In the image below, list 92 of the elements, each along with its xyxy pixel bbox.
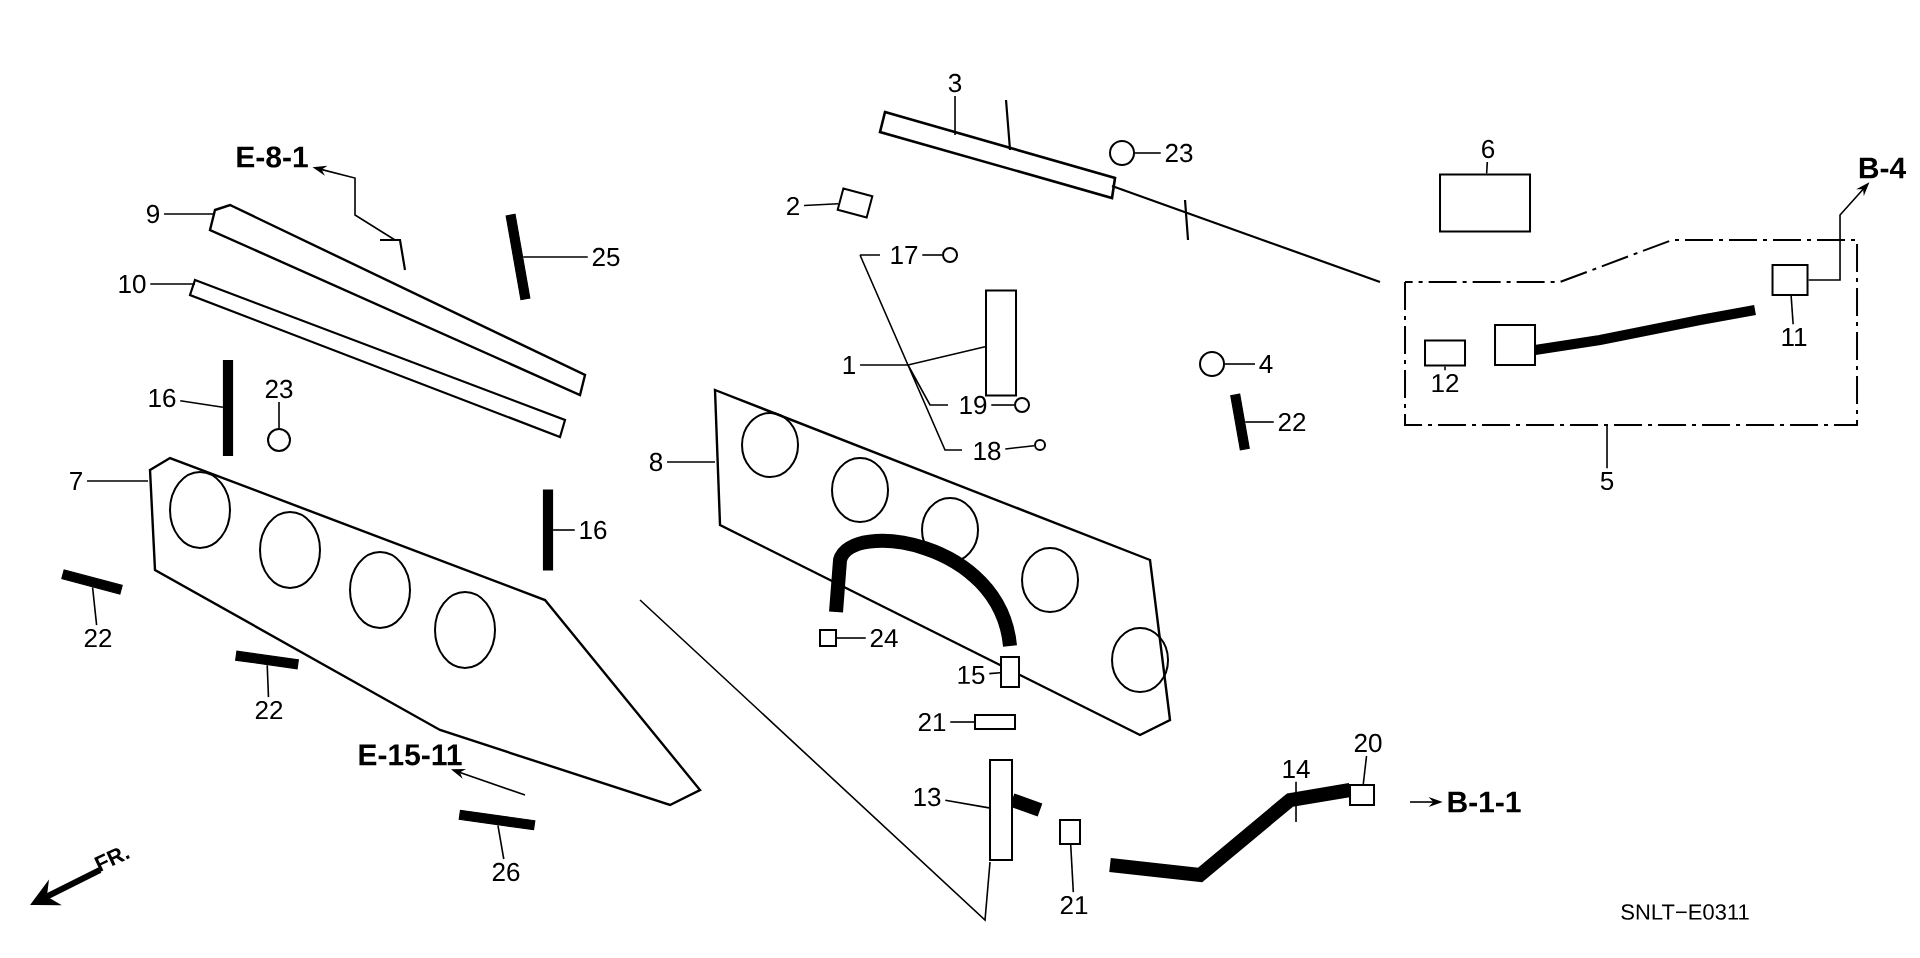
- callout-number: 17: [891, 246, 918, 264]
- injector: [985, 289, 1017, 397]
- leader-line: [1134, 152, 1162, 154]
- callout-number: 6: [1482, 139, 1495, 159]
- callout-number: 1: [843, 356, 855, 374]
- reference-label: E-15-11: [359, 744, 462, 766]
- leader-line: [666, 461, 716, 463]
- leader-line: [1485, 161, 1489, 175]
- leader-line: [988, 672, 1001, 675]
- diagram-code: SNLT−E0311: [1621, 904, 1749, 920]
- leader-line: [86, 480, 149, 482]
- leader-line: [179, 399, 224, 409]
- leader-line: [803, 203, 840, 207]
- leader-line: [1444, 365, 1446, 371]
- clip: [836, 187, 874, 219]
- stud-bolt: [235, 650, 299, 670]
- callout-number: 15: [958, 665, 985, 685]
- callout-number: 25: [592, 247, 620, 267]
- callout-number: 2: [787, 196, 799, 216]
- leader-line: [91, 586, 98, 626]
- clamp: [819, 629, 837, 647]
- callout-number: 16: [149, 388, 176, 408]
- leader-line: [497, 824, 505, 860]
- leader-line: [1295, 780, 1297, 823]
- leader-line: [552, 529, 576, 531]
- callout-number: 24: [870, 628, 898, 648]
- seal-ring: [1014, 397, 1030, 413]
- stud-bolt: [61, 569, 123, 595]
- callout-number: 4: [1259, 355, 1273, 373]
- callout-number: 22: [84, 628, 112, 648]
- leader-line: [149, 283, 196, 285]
- reference-label: B-1-1: [1448, 791, 1521, 813]
- grommet: [1199, 351, 1225, 377]
- leader-line: [1606, 424, 1608, 469]
- callout-number: 22: [255, 700, 283, 720]
- leader-line: [921, 254, 943, 256]
- leader-line: [1244, 421, 1275, 423]
- reference-label: E-8-1: [237, 146, 308, 168]
- callout-number: 9: [147, 204, 159, 224]
- stud-bolt: [542, 489, 554, 571]
- callout-number: 14: [1283, 760, 1310, 778]
- leader-line: [522, 256, 589, 258]
- callout-number: 21: [918, 712, 946, 732]
- callout-number: 10: [119, 274, 146, 294]
- leader-line: [1004, 444, 1035, 450]
- callout-number: 16: [580, 520, 607, 540]
- seal-ring: [1034, 439, 1046, 451]
- leader-line: [1362, 755, 1368, 785]
- fitting: [989, 759, 1013, 861]
- nut: [267, 428, 291, 452]
- callout-number: 23: [1165, 143, 1193, 163]
- leader-line: [954, 95, 956, 136]
- hose-end: [1000, 656, 1020, 688]
- clamp: [974, 714, 1016, 730]
- callout-number: 21: [1060, 895, 1088, 915]
- callout-number: 22: [1278, 412, 1306, 432]
- leader-line: [1224, 363, 1256, 365]
- leader-line: [278, 401, 280, 429]
- leader-line: [859, 346, 986, 366]
- connector: [1439, 173, 1531, 233]
- bolt: [458, 809, 536, 831]
- callout-number: 20: [1354, 733, 1382, 753]
- callout-number: 8: [649, 452, 663, 472]
- leader-line: [944, 799, 990, 809]
- seal-ring: [942, 247, 958, 263]
- bolt: [505, 213, 531, 301]
- leader-line: [949, 721, 975, 723]
- nut: [1109, 140, 1135, 166]
- callout-number: 5: [1600, 471, 1614, 491]
- leader-line: [990, 404, 1015, 406]
- callout-number: 18: [974, 441, 1001, 461]
- leader-line: [1069, 844, 1075, 893]
- stud-bolt: [1230, 393, 1250, 451]
- stud-bolt: [222, 359, 234, 457]
- leader-line: [266, 664, 270, 698]
- callout-number: 3: [948, 73, 962, 93]
- leader-line: [163, 213, 216, 215]
- callout-number: 26: [492, 862, 520, 882]
- leader-line: [1790, 295, 1794, 326]
- clamp: [1059, 819, 1081, 845]
- leader-line: [836, 637, 867, 639]
- reference-label: B-4: [1859, 157, 1907, 179]
- callout-number: 23: [265, 379, 293, 399]
- callout-number: 19: [960, 395, 987, 415]
- callout-number: 7: [70, 472, 82, 490]
- callout-number: 12: [1432, 373, 1459, 393]
- callout-number: 13: [914, 787, 941, 807]
- clip: [1424, 339, 1466, 367]
- callout-number: 11: [1782, 328, 1807, 346]
- direction-label: FR.: [94, 848, 130, 872]
- clip: [1771, 264, 1809, 296]
- clamp: [1349, 784, 1375, 806]
